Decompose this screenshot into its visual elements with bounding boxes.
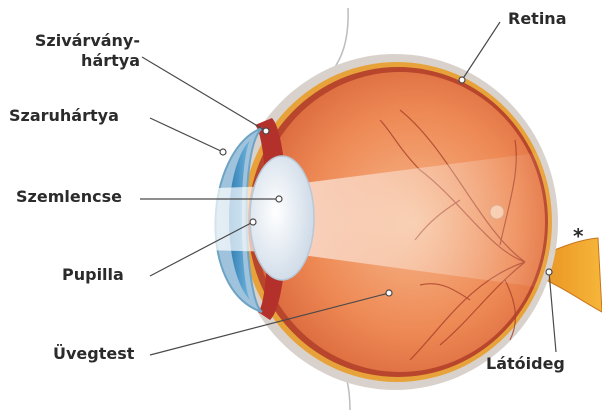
leader-retina <box>462 22 500 80</box>
dot-pupil <box>250 219 256 225</box>
lens-label: Szemlencse <box>16 187 122 207</box>
leader-cornea <box>150 118 223 152</box>
dot-cornea <box>220 149 226 155</box>
dot-vitreous <box>386 290 392 296</box>
vitreous-label: Üvegtest <box>53 344 134 364</box>
iris-label-line1: Szivárvány- <box>12 31 140 51</box>
leader-iris <box>142 57 266 131</box>
lens <box>250 156 314 280</box>
dot-optic-nerve <box>546 269 552 275</box>
cornea-label: Szaruhártya <box>9 106 119 126</box>
pupil-label: Pupilla <box>62 265 124 285</box>
iris-label-line2: hártya <box>12 51 140 71</box>
iris-label: Szivárvány- hártya <box>12 31 140 71</box>
retina-label: Retina <box>508 9 567 29</box>
dot-iris <box>263 128 269 134</box>
dot-lens <box>276 196 282 202</box>
asterisk-marker: * <box>573 226 583 246</box>
optic-nerve-label: Látóideg <box>486 354 565 374</box>
dot-retina <box>459 77 465 83</box>
